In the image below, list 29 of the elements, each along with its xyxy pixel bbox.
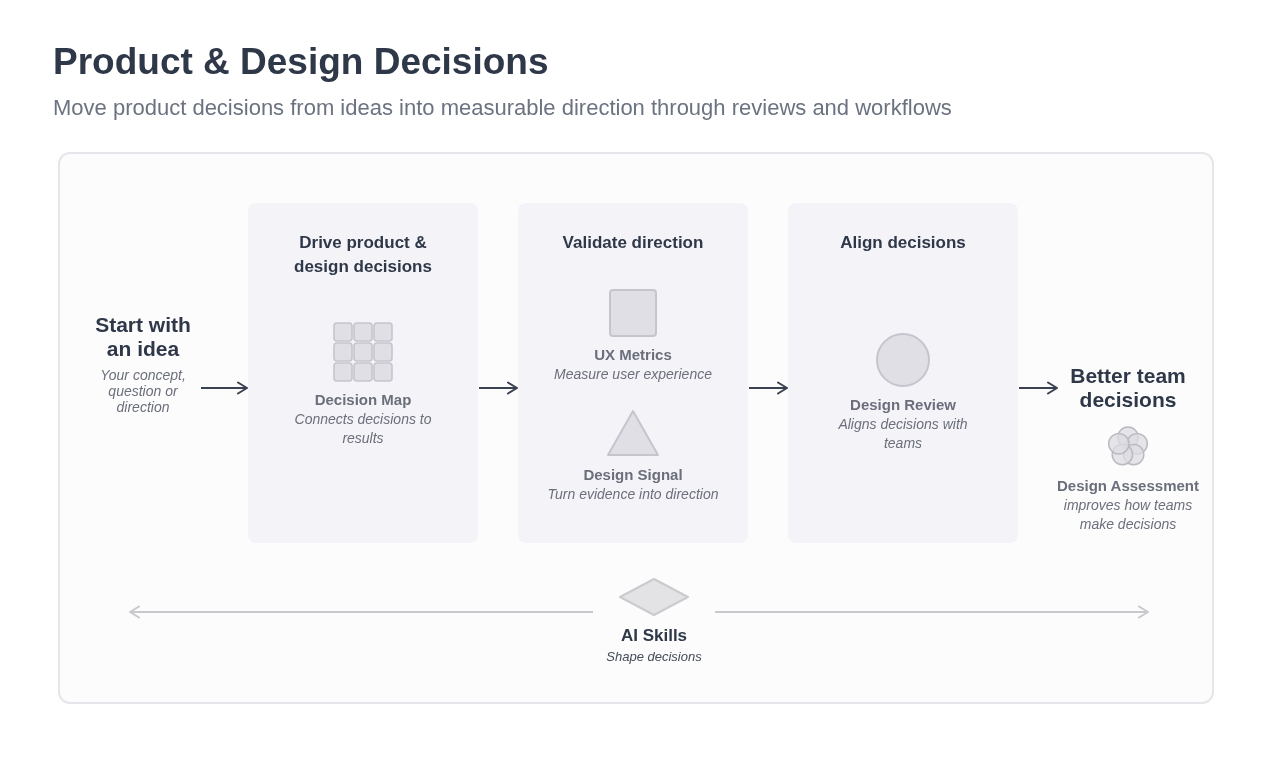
feature-description: Connects decisions to results (293, 410, 433, 448)
feature-name: Design Review (850, 395, 956, 414)
feature-name: Decision Map (314, 390, 412, 409)
feature-name: AI Skills (620, 625, 688, 646)
feature-description: Turn evidence into direction (547, 485, 719, 504)
feature-description: Measure user experience (554, 365, 712, 384)
stage-heading: Align decisions (840, 232, 966, 254)
feature-name: Design Signal (583, 465, 683, 484)
arrow (478, 381, 518, 395)
step-title: Start with an idea (94, 313, 192, 361)
feature-name: UX Metrics (594, 345, 672, 364)
arrow (748, 381, 788, 395)
feature-description: Aligns decisions with teams (837, 415, 969, 453)
feature-description: improves how teams make decisions (1062, 496, 1194, 534)
step-description: Your concept, question or direction (99, 367, 187, 415)
stage-heading: Validate direction (562, 232, 704, 254)
stage-panel (248, 203, 478, 543)
diagram-title: Product & Design Decisions (53, 40, 549, 84)
arrow (714, 605, 1149, 619)
diagram-subtitle: Move product decisions from ideas into measurable direction through reviews and workflows (53, 95, 952, 121)
stage-panel (788, 203, 1018, 543)
feature-name: Design Assessment (1057, 476, 1199, 495)
arrow (1018, 381, 1058, 395)
feature-description: Shape decisions (606, 648, 702, 666)
arrow (129, 605, 594, 619)
arrow (200, 381, 248, 395)
stage-heading: Drive product & design decisions (293, 232, 433, 278)
stage-panel (518, 203, 748, 543)
step-title: Better team decisions (1069, 364, 1187, 412)
